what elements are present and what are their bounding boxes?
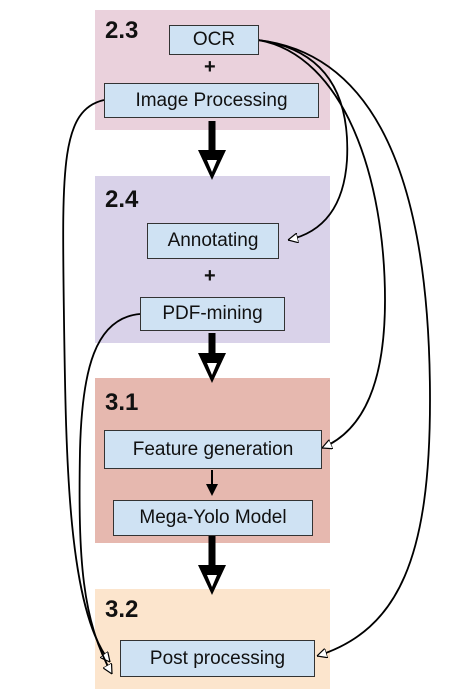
edge-image-processing-to-post-processing — [62, 99, 110, 662]
edge-ocr-to-annotating — [257, 39, 349, 240]
node-post-processing: Post processing — [120, 640, 315, 677]
plus-sign: + — [204, 265, 216, 287]
node-mega-yolo-model: Mega-Yolo Model — [113, 500, 313, 536]
arrow-2-4-to-3-1 — [198, 333, 226, 383]
section-3-1-title: 3.1 — [105, 389, 139, 416]
section-2-3-title: 2.3 — [105, 17, 139, 44]
section-3-2-title: 3.2 — [105, 596, 139, 623]
edge-ocr-to-post-processing — [257, 39, 431, 656]
edge-pdf-mining-to-post-processing — [78, 313, 141, 674]
node-image-processing: Image Processing — [104, 83, 319, 118]
node-ocr: OCR — [169, 25, 259, 55]
arrow-2-3-to-2-4 — [198, 121, 226, 180]
node-feature-generation: Feature generation — [104, 430, 322, 469]
node-annotating: Annotating — [147, 223, 279, 259]
edge-ocr-to-feature-generation — [257, 39, 386, 448]
node-pdf-mining: PDF-mining — [140, 297, 285, 331]
arrow-feature-to-megayolo — [206, 470, 218, 496]
arrow-3-1-to-3-2 — [198, 536, 226, 595]
section-2-4-title: 2.4 — [105, 186, 139, 213]
plus-sign: + — [204, 56, 216, 78]
